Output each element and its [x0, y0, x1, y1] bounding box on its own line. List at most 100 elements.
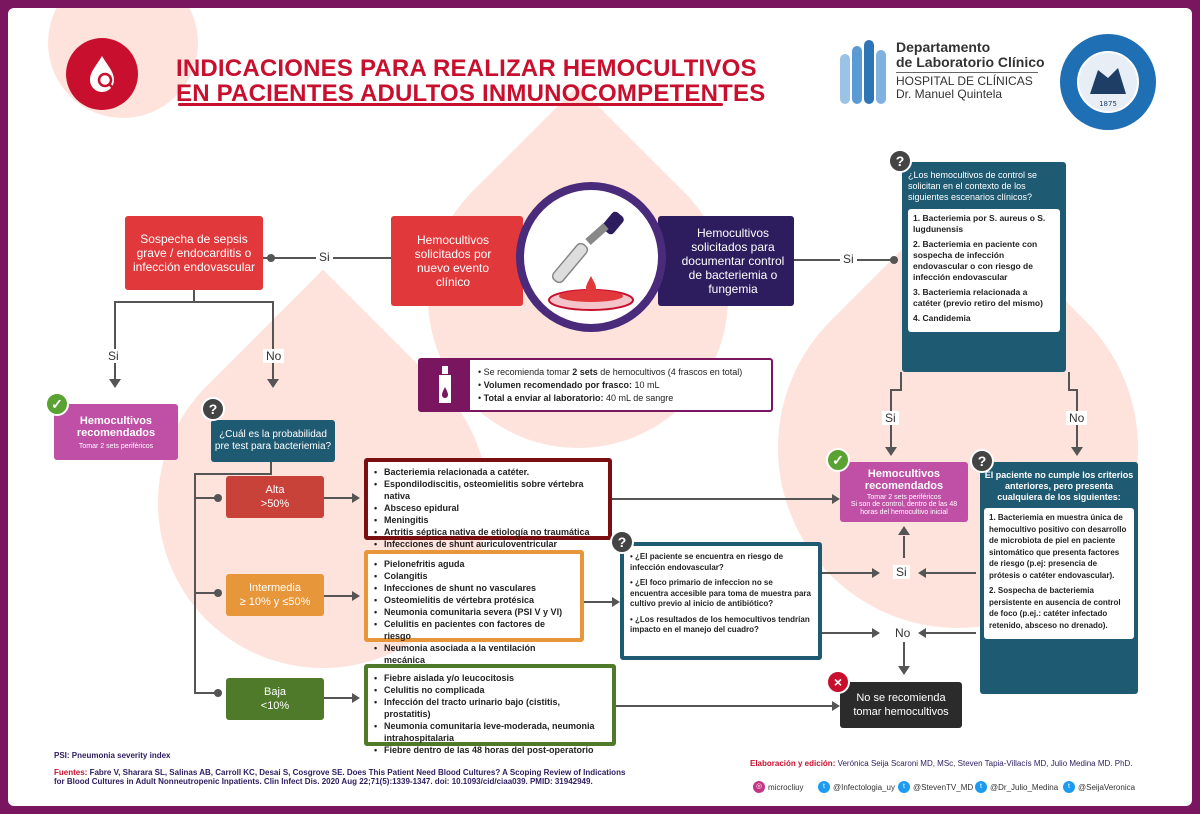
intermedia-list-item: Celulitis en pacientes con factores de r…	[374, 618, 574, 642]
twitter-icon: t	[898, 781, 910, 793]
questions-box: • ¿El paciente se encuentra en riesgo de…	[620, 542, 822, 660]
si-label-control: Si	[882, 411, 899, 425]
recommended-box-left: Hemocultivos recomendados Tomar 2 sets p…	[54, 404, 178, 460]
intermedia-list-item: Neumonia asociada a la ventilación mecán…	[374, 642, 574, 666]
title-line-1: INDICACIONES PARA REALIZAR HEMOCULTIVOS	[176, 55, 757, 82]
social-twitter-2[interactable]: t@StevenTV_MD	[898, 781, 973, 793]
question-icon: ?	[888, 149, 912, 173]
blood-search-icon	[66, 38, 138, 110]
social-instagram[interactable]: ◎microcliuy	[753, 781, 804, 793]
question-icon: ?	[970, 449, 994, 473]
baja-list-item: Celulitis no complicada	[374, 684, 606, 696]
test-tubes-icon	[840, 40, 886, 104]
alta-list-item: Infecciones de shunt auriculoventricular	[374, 538, 602, 550]
not-recommended-text: No se recomienda tomar hemocultivos	[853, 692, 949, 718]
seal-year: 1875	[1099, 100, 1117, 108]
question-icon: ?	[610, 530, 634, 554]
lab-logo: Departamento de Laboratorio Clínico HOSP…	[838, 38, 1048, 108]
control-text: Hemocultivos solicitados para documentar…	[681, 226, 785, 296]
baja-list-item: Infección del tracto urinario bajo (cist…	[374, 696, 606, 720]
university-seal: 1875	[1060, 34, 1156, 130]
question-list-item: • ¿Los resultados de los hemocultivos te…	[630, 614, 810, 635]
recommendation-box: • Se recomienda tomar 2 sets de hemocult…	[418, 358, 773, 412]
no-label-sepsis: No	[263, 349, 285, 363]
intermedia-list-item: Pielonefritis aguda	[374, 558, 574, 570]
no-label-control: No	[1066, 411, 1088, 425]
social-twitter-4[interactable]: t@SeijaVeronica	[1063, 781, 1135, 793]
intermedia-list-item: Infecciones de shunt no vasculares	[374, 582, 574, 594]
question-icon: ?	[201, 397, 225, 421]
footer-sources: Fuentes: Fabre V, Sharara SL, Salinas AB…	[54, 768, 634, 786]
pretest-question-box: ¿Cuál es la probabilidad pre test para b…	[211, 420, 335, 462]
rec-line-total: • Total a enviar al laboratorio: 40 mL d…	[478, 393, 674, 403]
alta-list-item: Meningitis	[374, 514, 602, 526]
sepsis-text: Sospecha de sepsis grave / endocarditis …	[132, 232, 256, 274]
no-label-mid: No	[892, 626, 914, 640]
si-label-sepsis: Si	[105, 349, 122, 363]
not-recommended-box: No se recomienda tomar hemocultivos	[840, 682, 962, 728]
new-event-box: Hemocultivos solicitados por nuevo event…	[391, 216, 523, 306]
bottle-icon	[420, 360, 470, 410]
recommended-title-left: Hemocultivos recomendados	[76, 414, 156, 439]
intermedia-list-item: Neumonia comunitaria severa (PSI V y VI)	[374, 606, 574, 618]
alta-list-item: Absceso epidural	[374, 502, 602, 514]
baja-list-item: Fiebre dentro de las 48 horas del post-o…	[374, 744, 606, 756]
lab-logo-line-4: Dr. Manuel Quintela	[896, 87, 1003, 101]
new-event-text: Hemocultivos solicitados por nuevo event…	[414, 233, 492, 289]
alta-list: Bacteriemia relacionada a catéter.Espond…	[364, 458, 612, 550]
criteria-list-item: 2. Sospecha de bacteriemia persistente e…	[989, 586, 1121, 630]
scenario-list-item: 4. Candidemia	[913, 313, 971, 323]
si-label-right: Si	[840, 252, 857, 266]
close-icon: ×	[826, 670, 850, 694]
twitter-icon: t	[975, 781, 987, 793]
prob-intermedia-label: Intermedia	[249, 582, 301, 594]
twitter-icon: t	[1063, 781, 1075, 793]
social-twitter-1[interactable]: t@Infectologia_uy	[818, 781, 895, 793]
page-title: INDICACIONES PARA REALIZAR HEMOCULTIVOS …	[176, 56, 765, 106]
lab-logo-line-2: de Laboratorio Clínico	[896, 54, 1045, 70]
question-list-item: • ¿El paciente se encuentra en riesgo de…	[630, 552, 784, 572]
check-icon: ✓	[826, 448, 850, 472]
scenario-list-item: 2. Bacteriemia en paciente con sospecha …	[913, 239, 1038, 282]
si-label-left: Si	[316, 250, 333, 264]
prob-intermedia-box: Intermedia ≥ 10% y ≤50%	[226, 574, 324, 616]
recommended-sub1-right: Tomar 2 sets periféricos	[866, 493, 942, 501]
title-line-2: EN PACIENTES ADULTOS INMUNOCOMPETENTES	[176, 80, 766, 107]
control-question-text: ¿Los hemocultivos de control se solicita…	[908, 170, 1038, 202]
recommended-box-right: Hemocultivos recomendados Tomar 2 sets p…	[840, 462, 968, 522]
seal-emblem-icon: 1875	[1077, 51, 1139, 113]
title-underline	[178, 103, 723, 106]
intermedia-list-item: Osteomielitis de vértebra protésica	[374, 594, 574, 606]
prob-intermedia-range: ≥ 10% y ≤50%	[239, 596, 311, 608]
footer-credits: Elaboración y edición: Verónica Seija Sc…	[750, 759, 1133, 768]
baja-list-item: Neumonia comunitaria leve-moderada, neum…	[374, 720, 606, 744]
check-icon: ✓	[45, 392, 69, 416]
scenario-list-item: 1. Bacteriemia por S. aureus o S. lugdun…	[913, 213, 1046, 234]
scenario-list-item: 3. Bacteriemia relacionada a catéter (pr…	[913, 287, 1043, 308]
footer-psi: PSI: Pneumonia severity index	[54, 751, 171, 760]
baja-list-item: Fiebre aislada y/o leucocitosis	[374, 672, 606, 684]
footer-sources-label: Fuentes:	[54, 768, 88, 777]
intermedia-list: Pielonefritis agudaColangitisInfecciones…	[364, 550, 584, 665]
si-label-mid: Si	[893, 565, 910, 579]
lab-logo-line-3: HOSPITAL DE CLÍNICAS	[896, 74, 1033, 88]
recommended-sub2-right: Si son de control, dentro de las 48 hora…	[850, 500, 958, 516]
prob-baja-label: Baja	[263, 686, 287, 698]
prob-alta-label: Alta	[265, 484, 285, 496]
recommended-sub-left: Tomar 2 sets periféricos	[78, 442, 154, 450]
sepsis-box: Sospecha de sepsis grave / endocarditis …	[125, 216, 263, 290]
footer-sources-text: Fabre V, Sharara SL, Salinas AB, Carroll…	[54, 768, 626, 786]
lab-logo-line-1: Departamento	[896, 39, 991, 55]
social-twitter-3[interactable]: t@Dr_Julio_Medina	[975, 781, 1058, 793]
alta-list-item: Bacteriemia relacionada a catéter.	[374, 466, 602, 478]
baja-list: Fiebre aislada y/o leucocitosisCelulitis…	[364, 664, 616, 756]
rec-line-volume: • Volumen recomendado por frasco: 10 mL	[478, 380, 660, 390]
criteria-list-item: 1. Bacteriemia en muestra única de hemoc…	[989, 513, 1127, 580]
control-question-box: ¿Los hemocultivos de control se solicita…	[902, 162, 1066, 372]
prob-alta-box: Alta >50%	[226, 476, 324, 518]
intermedia-list-item: Colangitis	[374, 570, 574, 582]
infographic-canvas: INDICACIONES PARA REALIZAR HEMOCULTIVOS …	[8, 8, 1192, 806]
pipette-circle	[516, 182, 666, 332]
prob-baja-range: <10%	[260, 700, 290, 712]
